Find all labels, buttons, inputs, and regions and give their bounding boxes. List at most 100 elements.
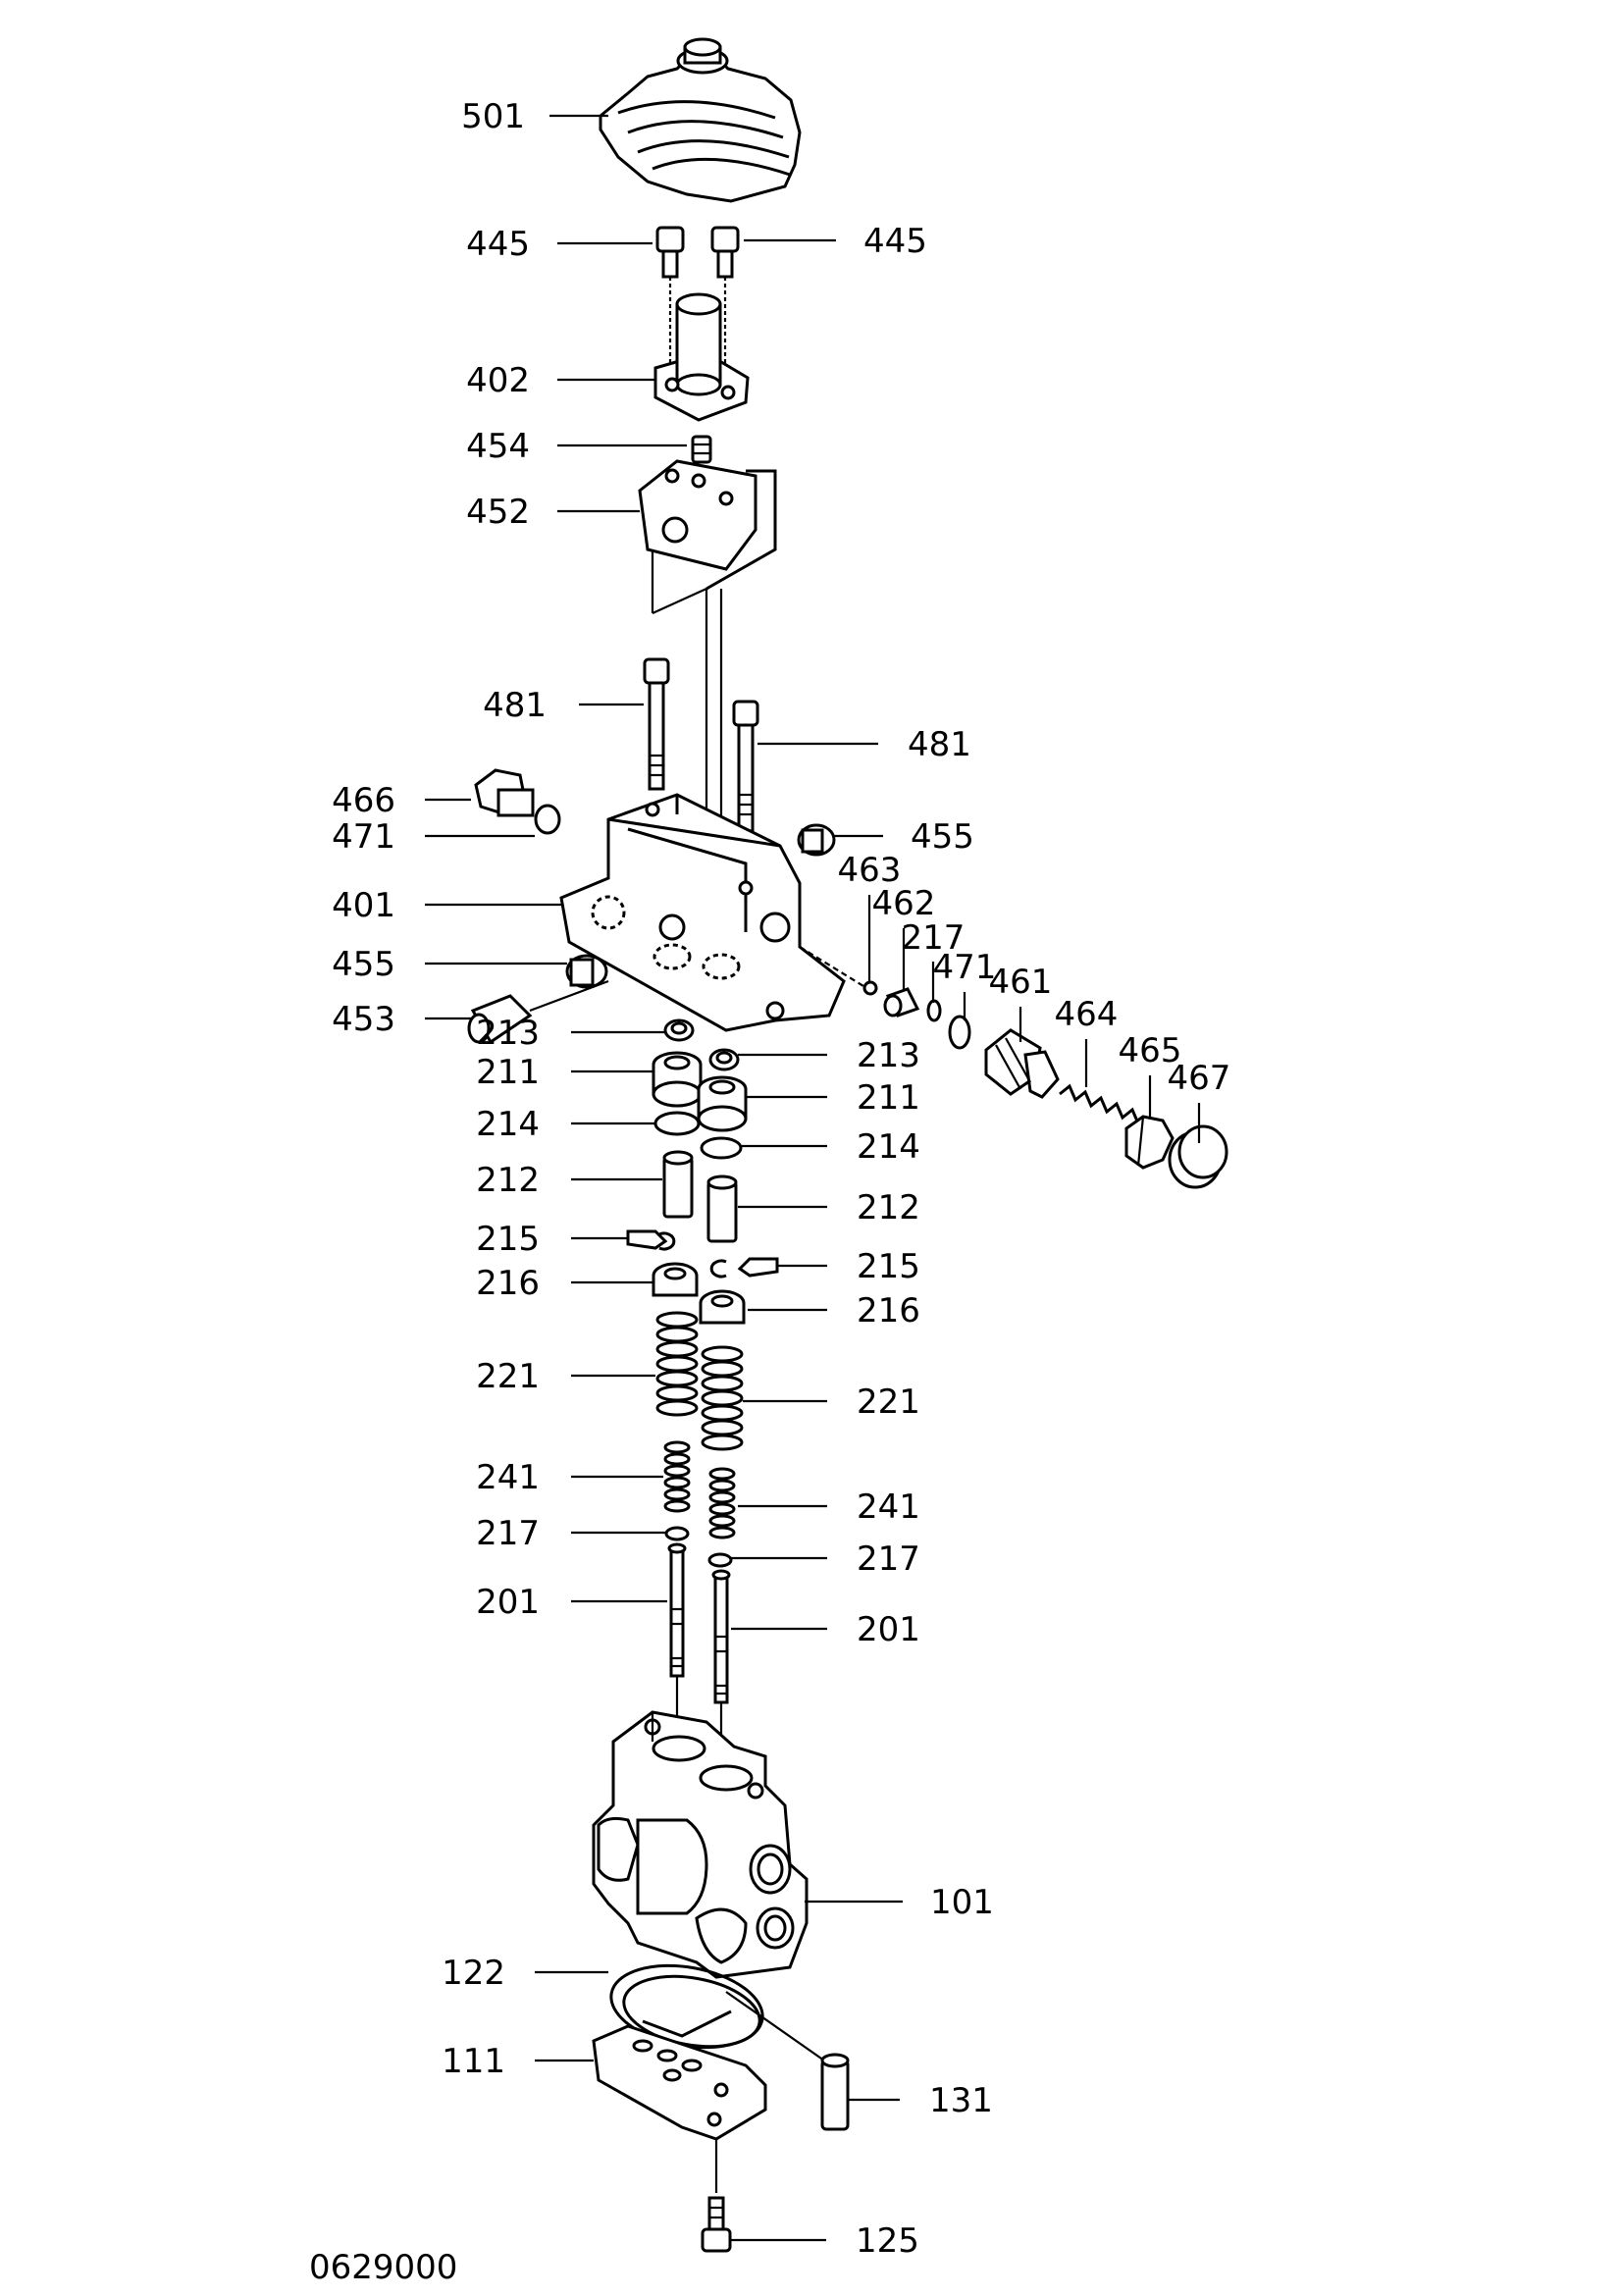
part-211-plug-right [697,1075,748,1132]
part-125-screw [701,2196,732,2253]
part-number-label: 125 [856,2221,919,2261]
part-215-washer-left [626,1229,676,1251]
callout-471: 471 [933,948,997,1020]
part-number-label: 211 [857,1078,920,1118]
part-number-label: 215 [476,1220,540,1259]
part-241-spring-left [663,1440,691,1513]
callout-211: 211 [476,1053,653,1092]
part-217-washer-right [707,1552,733,1568]
part-481-bolt-right [732,700,759,833]
part-number-label: 471 [332,817,395,857]
part-216-seat-left [652,1262,699,1297]
part-501-boot [599,37,802,203]
part-number-label: 216 [476,1264,540,1303]
part-number-label: 221 [857,1383,920,1422]
callout-455: 455 [332,945,567,984]
callout-216: 216 [748,1291,920,1331]
part-445-screw-left [655,226,685,363]
part-number-label: 464 [1055,995,1119,1034]
part-216-seat-right [699,1289,746,1325]
drawing-code: 0629000 [309,2248,457,2287]
callout-215: 215 [777,1247,920,1286]
part-101-casing [592,1710,809,1979]
part-number-label: 131 [929,2081,993,2120]
part-461-fitting [984,1028,1060,1099]
part-467-cap [1168,1124,1228,1189]
part-number-label: 481 [483,686,547,725]
part-number-label: 455 [332,945,395,984]
part-number-label: 463 [838,851,902,890]
part-number-label: 465 [1119,1031,1182,1070]
part-number-label: 212 [476,1161,540,1200]
callout-201: 201 [731,1610,920,1649]
part-number-label: 471 [933,948,997,987]
part-number-label: 221 [476,1357,540,1396]
part-number-label: 213 [857,1036,920,1075]
callout-214: 214 [476,1105,655,1144]
part-214-oring-right [700,1136,743,1160]
callout-125: 125 [731,2221,919,2261]
callout-462: 462 [872,884,935,991]
part-number-label: 402 [466,361,530,400]
part-463-ball [862,980,878,996]
callout-481: 481 [483,686,644,725]
part-221-spring-right [701,1345,744,1451]
part-454-set-screw [691,435,712,464]
part-number-label: 466 [332,781,395,820]
part-402-plate [653,292,750,422]
part-401-casing [529,793,864,1032]
part-number-label: 201 [857,1610,920,1649]
part-471-oring-left [534,804,561,835]
callout-201: 201 [476,1583,667,1622]
part-201-spool-right [711,1569,731,1766]
part-number-label: 122 [442,1954,505,1993]
part-number-label: 445 [466,225,530,264]
part-number-label: 214 [476,1105,540,1144]
callout-452: 452 [466,493,640,532]
part-number-label: 217 [902,918,966,958]
part-number-label: 215 [857,1247,920,1286]
part-215-washer-right [709,1257,779,1278]
part-number-label: 461 [989,963,1053,1002]
part-number-label: 481 [908,725,971,764]
callout-241: 241 [738,1487,920,1527]
callout-131: 131 [849,2081,993,2120]
part-213-seal-right [708,1048,740,1071]
part-464-spring [1059,1083,1140,1124]
callout-471: 471 [332,817,535,857]
part-number-label: 455 [911,817,974,857]
callout-465: 465 [1119,1031,1182,1117]
part-217-washer-left [664,1526,690,1541]
callout-216: 216 [476,1264,653,1303]
callout-401: 401 [332,886,561,925]
part-number-label: 467 [1168,1059,1231,1098]
part-465-nut [1124,1115,1175,1170]
part-217-ring-side [926,999,942,1022]
callout-213: 213 [476,1014,665,1053]
part-number-label: 212 [857,1188,920,1227]
callout-111: 111 [442,2042,594,2081]
callout-241: 241 [476,1458,663,1497]
part-number-label: 445 [863,222,927,261]
part-221-spring-left [655,1311,699,1417]
callout-453: 453 [332,1000,471,1039]
callout-445: 445 [466,225,653,264]
part-number-label: 501 [461,97,525,136]
callout-217: 217 [731,1539,920,1579]
part-481-bolt-left [643,657,670,791]
callout-214: 214 [742,1127,920,1167]
callout-466: 466 [332,781,471,820]
part-number-label: 241 [857,1487,920,1527]
callout-101: 101 [805,1883,994,1922]
callout-215: 215 [476,1220,628,1259]
callout-464: 464 [1055,995,1119,1087]
part-number-label: 217 [476,1514,540,1553]
part-number-label: 211 [476,1053,540,1092]
callout-467: 467 [1168,1059,1231,1143]
part-453-pin [467,994,533,1045]
part-462-pin [883,987,920,1018]
part-466-plug [474,768,535,817]
